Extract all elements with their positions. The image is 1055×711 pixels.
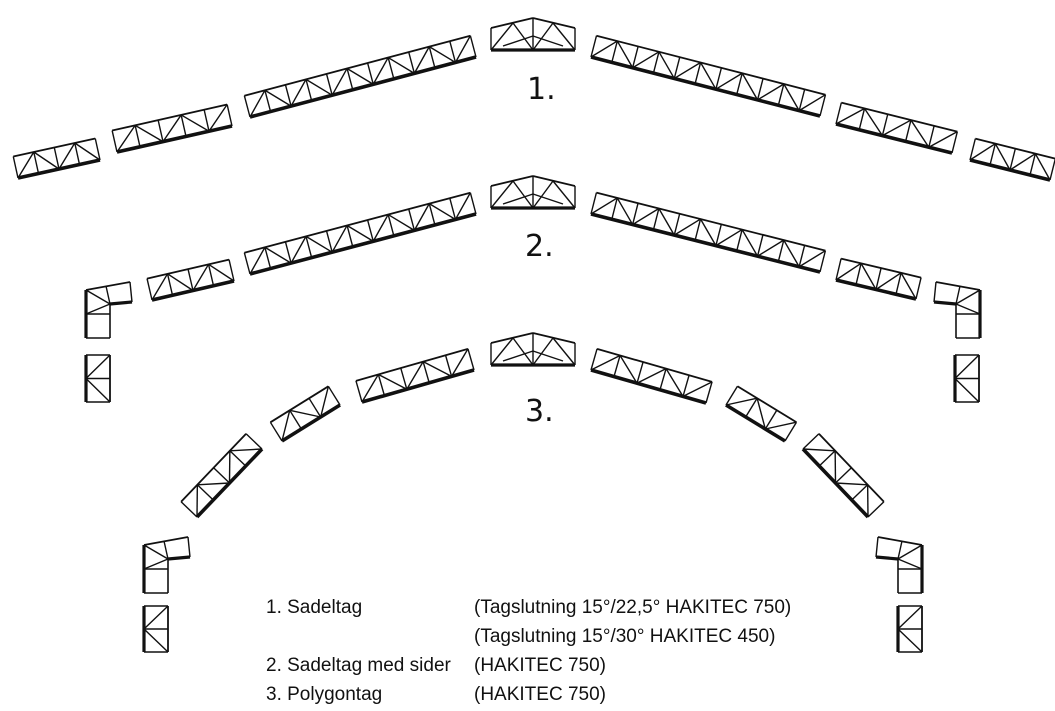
- truss-segment: [590, 191, 827, 274]
- truss-segment: [111, 103, 233, 154]
- truss-segment: [243, 34, 477, 119]
- legend-spec-sadeltag-med-sider: (HAKITEC 750): [474, 655, 606, 676]
- knee-truss: [933, 281, 982, 339]
- truss-segment: [835, 101, 959, 155]
- knee-truss: [84, 281, 133, 339]
- legend-name-polygontag: 3. Polygontag: [266, 684, 383, 705]
- truss-segment: [243, 191, 477, 276]
- truss-segment: [590, 347, 713, 405]
- truss-segment: [969, 137, 1055, 182]
- truss-segment: [835, 257, 922, 301]
- column-truss: [953, 354, 980, 403]
- ridge-truss: [490, 175, 576, 210]
- knee-truss: [875, 536, 924, 594]
- column-truss: [84, 354, 111, 403]
- ridge-truss: [490, 332, 576, 367]
- truss-segment: [12, 137, 101, 180]
- label-roof-3: 3.: [525, 394, 554, 429]
- legend-spec-sadeltag-450: (Tagslutning 15°/30° HAKITEC 450): [474, 626, 776, 647]
- column-truss: [896, 605, 923, 653]
- column-truss: [142, 605, 169, 653]
- label-roof-1: 1.: [527, 72, 556, 107]
- truss-segment: [590, 34, 827, 118]
- ridge-truss: [490, 17, 576, 52]
- truss-segment: [725, 385, 798, 443]
- legend-name-sadeltag: 1. Sadeltag: [266, 597, 363, 618]
- truss-segments: [12, 17, 1055, 653]
- label-roof-2: 2.: [525, 229, 554, 264]
- truss-segment: [355, 347, 475, 404]
- truss-segment: [801, 433, 885, 519]
- legend-spec-polygontag: (HAKITEC 750): [474, 684, 606, 705]
- legend-spec-sadeltag-750: (Tagslutning 15°/22,5° HAKITEC 750): [474, 597, 792, 618]
- truss-segment: [180, 433, 264, 519]
- truss-segment: [146, 258, 235, 302]
- knee-truss: [142, 536, 191, 594]
- truss-segment: [269, 385, 341, 443]
- legend-name-sadeltag-med-sider: 2. Sadeltag med sider: [266, 655, 451, 676]
